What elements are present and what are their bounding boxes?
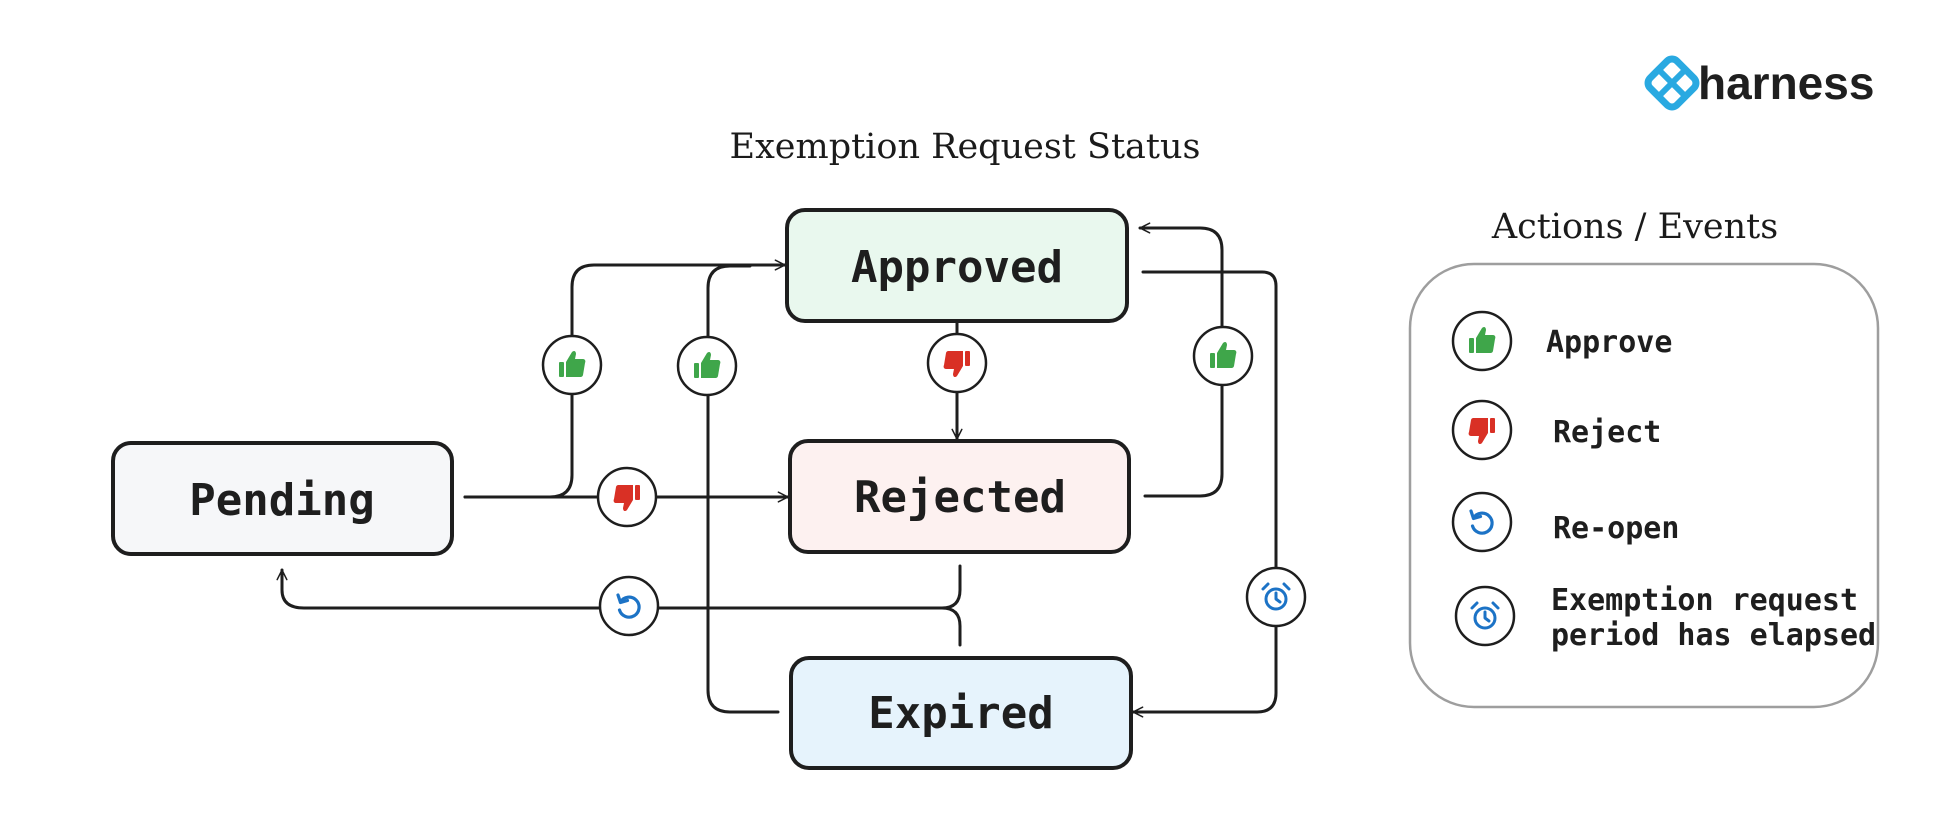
diagram-title: Exemption Request Status <box>730 127 1201 167</box>
state-approved: Approved <box>785 208 1129 323</box>
legend-item-approve: Approve <box>1451 310 1672 372</box>
state-expired: Expired <box>789 656 1133 770</box>
harness-logo-icon <box>1644 55 1700 111</box>
legend-label-elapsed-line1: Exemption request <box>1551 583 1858 618</box>
harness-logo: harness <box>1644 55 1874 111</box>
edge-pending-to-approved <box>463 259 787 499</box>
state-rejected-label: Rejected <box>854 472 1066 523</box>
badge-approve-expired-approved <box>676 335 738 397</box>
edge-approved-to-expired <box>1131 270 1278 718</box>
state-rejected: Rejected <box>788 439 1131 554</box>
legend-title: Actions / Events <box>1491 207 1778 247</box>
state-pending-label: Pending <box>189 475 374 526</box>
state-expired-label: Expired <box>868 688 1053 739</box>
harness-wordmark: harness <box>1698 57 1874 109</box>
legend-item-period-elapsed: Exemption request period has elapsed <box>1454 583 1876 653</box>
badge-reopen-to-pending <box>598 575 660 637</box>
badge-elapsed-approved-expired <box>1245 566 1307 628</box>
legend-item-reject: Reject <box>1451 399 1661 461</box>
legend-label-reopen: Re-open <box>1553 511 1679 546</box>
legend-label-elapsed-line2: period has elapsed <box>1551 618 1876 653</box>
state-pending: Pending <box>111 441 454 556</box>
edge-expired-to-approved <box>706 264 780 714</box>
legend-label-approve: Approve <box>1546 325 1672 360</box>
badge-reject-pending-rejected <box>596 466 658 528</box>
badge-approve-pending-approved <box>541 334 603 396</box>
legend-item-reopen: Re-open <box>1451 491 1679 553</box>
state-approved-label: Approved <box>851 242 1063 293</box>
badge-reject-approved-rejected <box>926 332 988 394</box>
badge-approve-rejected-approved <box>1192 325 1254 387</box>
edge-expired-to-pending <box>940 606 962 647</box>
legend-label-reject: Reject <box>1553 415 1661 450</box>
legend-panel: Approve Reject Re-open Exemption request… <box>1408 262 1880 709</box>
